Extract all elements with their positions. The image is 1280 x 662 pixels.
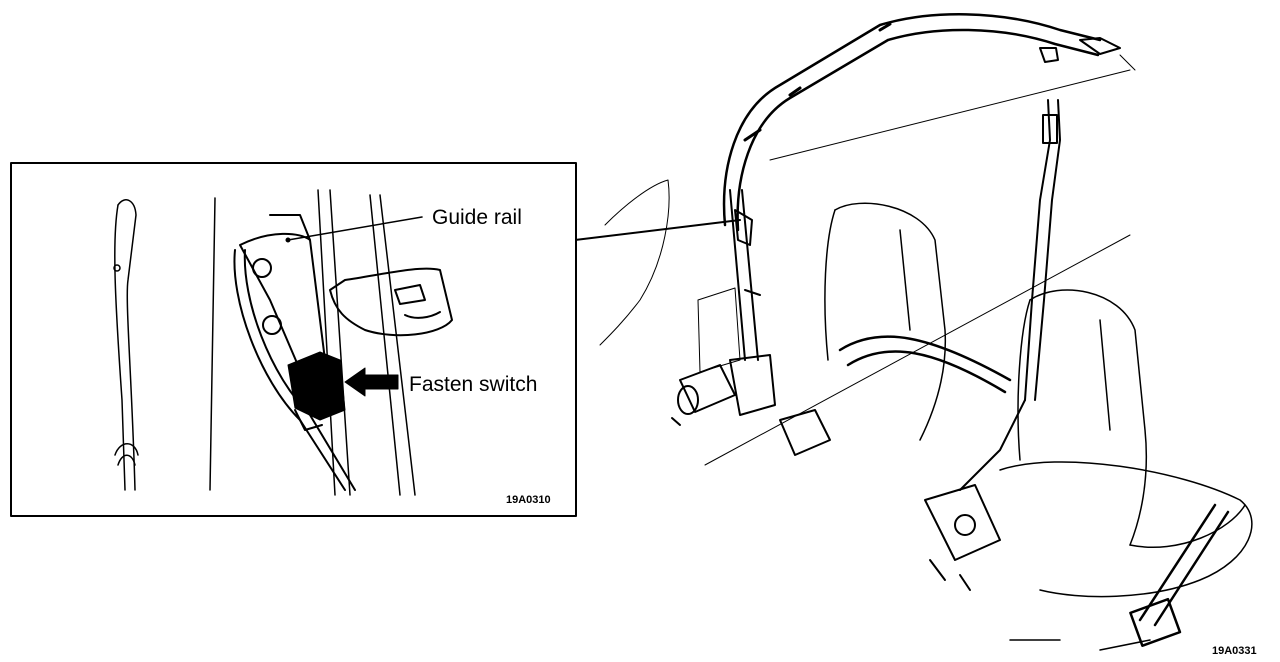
guide-rail-label: Guide rail	[432, 206, 522, 229]
floor-lines	[704, 54, 1136, 466]
lap-belt	[838, 335, 1230, 648]
inset-leader-line	[574, 219, 741, 241]
guide-rail-leader-dot	[285, 237, 291, 243]
guide-rail-bracket	[233, 214, 356, 491]
seat-back-front	[1017, 289, 1148, 546]
pillar-edges	[209, 189, 416, 496]
fasten-switch-arrow	[344, 367, 399, 397]
main-figure-code: 19A0331	[1212, 645, 1257, 657]
drive-motor	[671, 354, 776, 426]
overhead-guide-rail	[722, 13, 1121, 232]
seat-back-rear	[824, 202, 947, 441]
retractor-assembly	[779, 399, 1026, 591]
fasten-switch	[287, 351, 346, 431]
inset-figure-code: 19A0310	[506, 494, 551, 506]
main-illustration	[599, 13, 1253, 651]
door-outline	[599, 179, 741, 373]
detail-inset: Guide rail Fasten switch 19A0310	[10, 162, 577, 517]
inset-frame	[10, 162, 577, 517]
trim-panel	[113, 199, 139, 491]
seat-cushion	[999, 461, 1253, 651]
hanging-belt	[1024, 99, 1061, 401]
belt-tongue	[329, 267, 453, 337]
fasten-switch-label: Fasten switch	[409, 373, 537, 396]
pillar-rail	[729, 189, 761, 361]
guide-rail-leader	[287, 216, 423, 241]
